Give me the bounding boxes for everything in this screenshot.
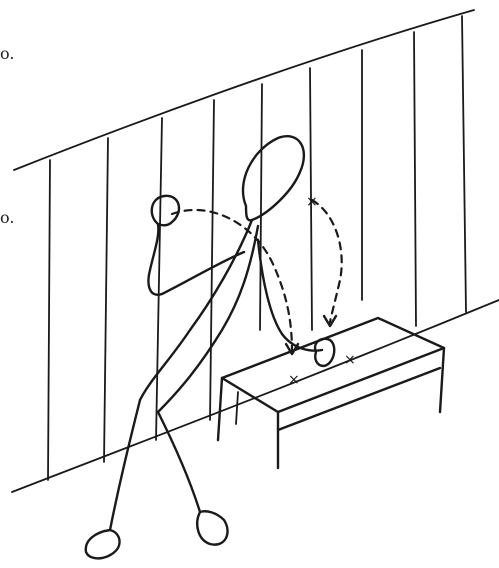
fence-plank	[210, 100, 214, 420]
cross-mark-top: ×	[306, 194, 318, 210]
motion-path-arc-right	[312, 200, 342, 322]
motion-paths	[172, 200, 342, 354]
bench-top	[222, 318, 444, 412]
bench-left-leg	[218, 378, 222, 440]
figure-left-leg	[110, 400, 140, 530]
fence-plank	[104, 138, 108, 462]
fence-bottom-rail	[12, 300, 499, 492]
fence-top-rail	[14, 10, 474, 170]
figure-torso-back	[158, 226, 258, 412]
figure-head	[243, 136, 304, 220]
bench-right-edge	[440, 348, 444, 412]
fence-plank	[462, 16, 466, 312]
fence-plank	[48, 160, 50, 480]
figure-right-foot	[197, 511, 227, 544]
bench-front-face	[278, 368, 440, 430]
fence-plank	[260, 84, 262, 330]
fence-plank	[156, 118, 162, 440]
fence	[12, 10, 499, 492]
cross-mark-bench-right: ×	[344, 352, 356, 368]
figure-raised-arm	[149, 224, 245, 295]
bench-inner-leg	[236, 392, 238, 424]
figure-lowered-hand	[315, 339, 334, 366]
figure-raised-hand	[152, 196, 179, 225]
fence-plank	[414, 32, 416, 326]
figure-left-foot	[86, 530, 120, 558]
cross-mark-bench-left: ×	[288, 372, 300, 388]
